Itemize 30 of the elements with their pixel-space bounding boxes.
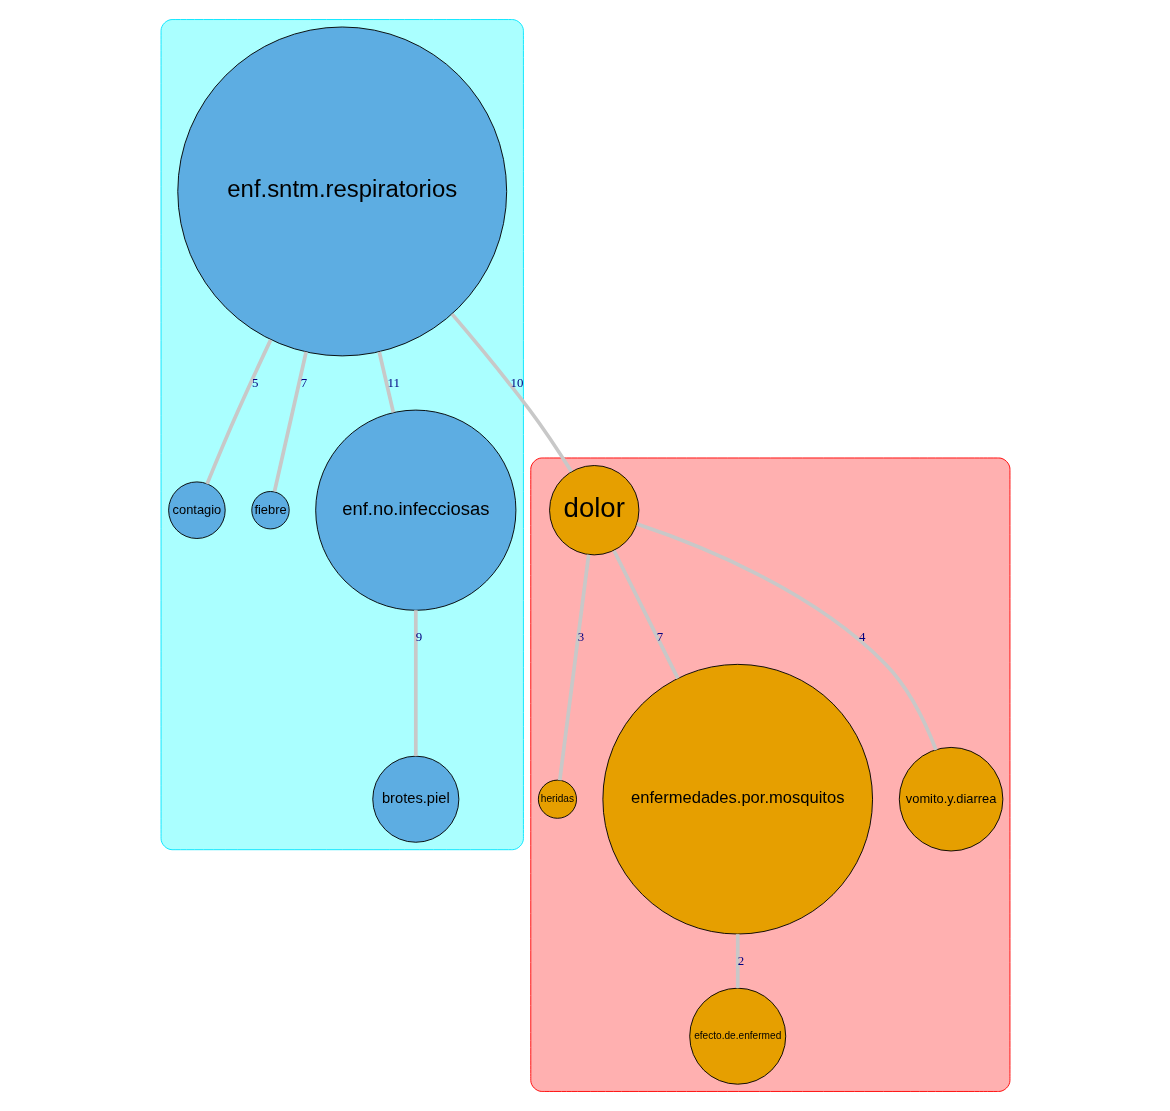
connector	[204, 339, 272, 485]
node-circle: efecto.de.enfermed	[688, 987, 786, 1085]
cluster	[160, 19, 524, 851]
edge-label: 5	[251, 375, 259, 390]
edge-label: 10	[510, 375, 523, 390]
cluster	[529, 457, 1010, 1092]
edge-label: 11	[387, 375, 400, 390]
node-circle: enf.sntm.respiratorios	[176, 26, 507, 357]
node-circle: vomito.y.diarrea	[898, 746, 1003, 852]
connector	[611, 549, 679, 680]
edge-label: 7	[656, 629, 663, 644]
connector	[557, 554, 590, 781]
edge-label: 4	[858, 629, 866, 644]
connector	[636, 522, 938, 751]
node-circle: heridas	[537, 779, 577, 819]
node-circle: dolor	[548, 465, 639, 556]
connector	[450, 312, 573, 473]
edge-label: 3	[577, 629, 584, 644]
connector	[413, 610, 418, 756]
node-circle: contagio	[167, 481, 226, 539]
connector	[735, 934, 740, 989]
edge-label: 7	[300, 375, 307, 390]
edge-label: 9	[415, 629, 422, 644]
connector	[377, 351, 395, 413]
node-circle: enf.no.infecciosas	[314, 409, 516, 611]
node-circle: enfermedades.por.mosquitos	[601, 663, 873, 935]
node-circle: brotes.piel	[371, 755, 459, 843]
connector	[272, 351, 308, 492]
node-circle: fiebre	[250, 491, 290, 530]
edge-label: 2	[737, 953, 744, 968]
